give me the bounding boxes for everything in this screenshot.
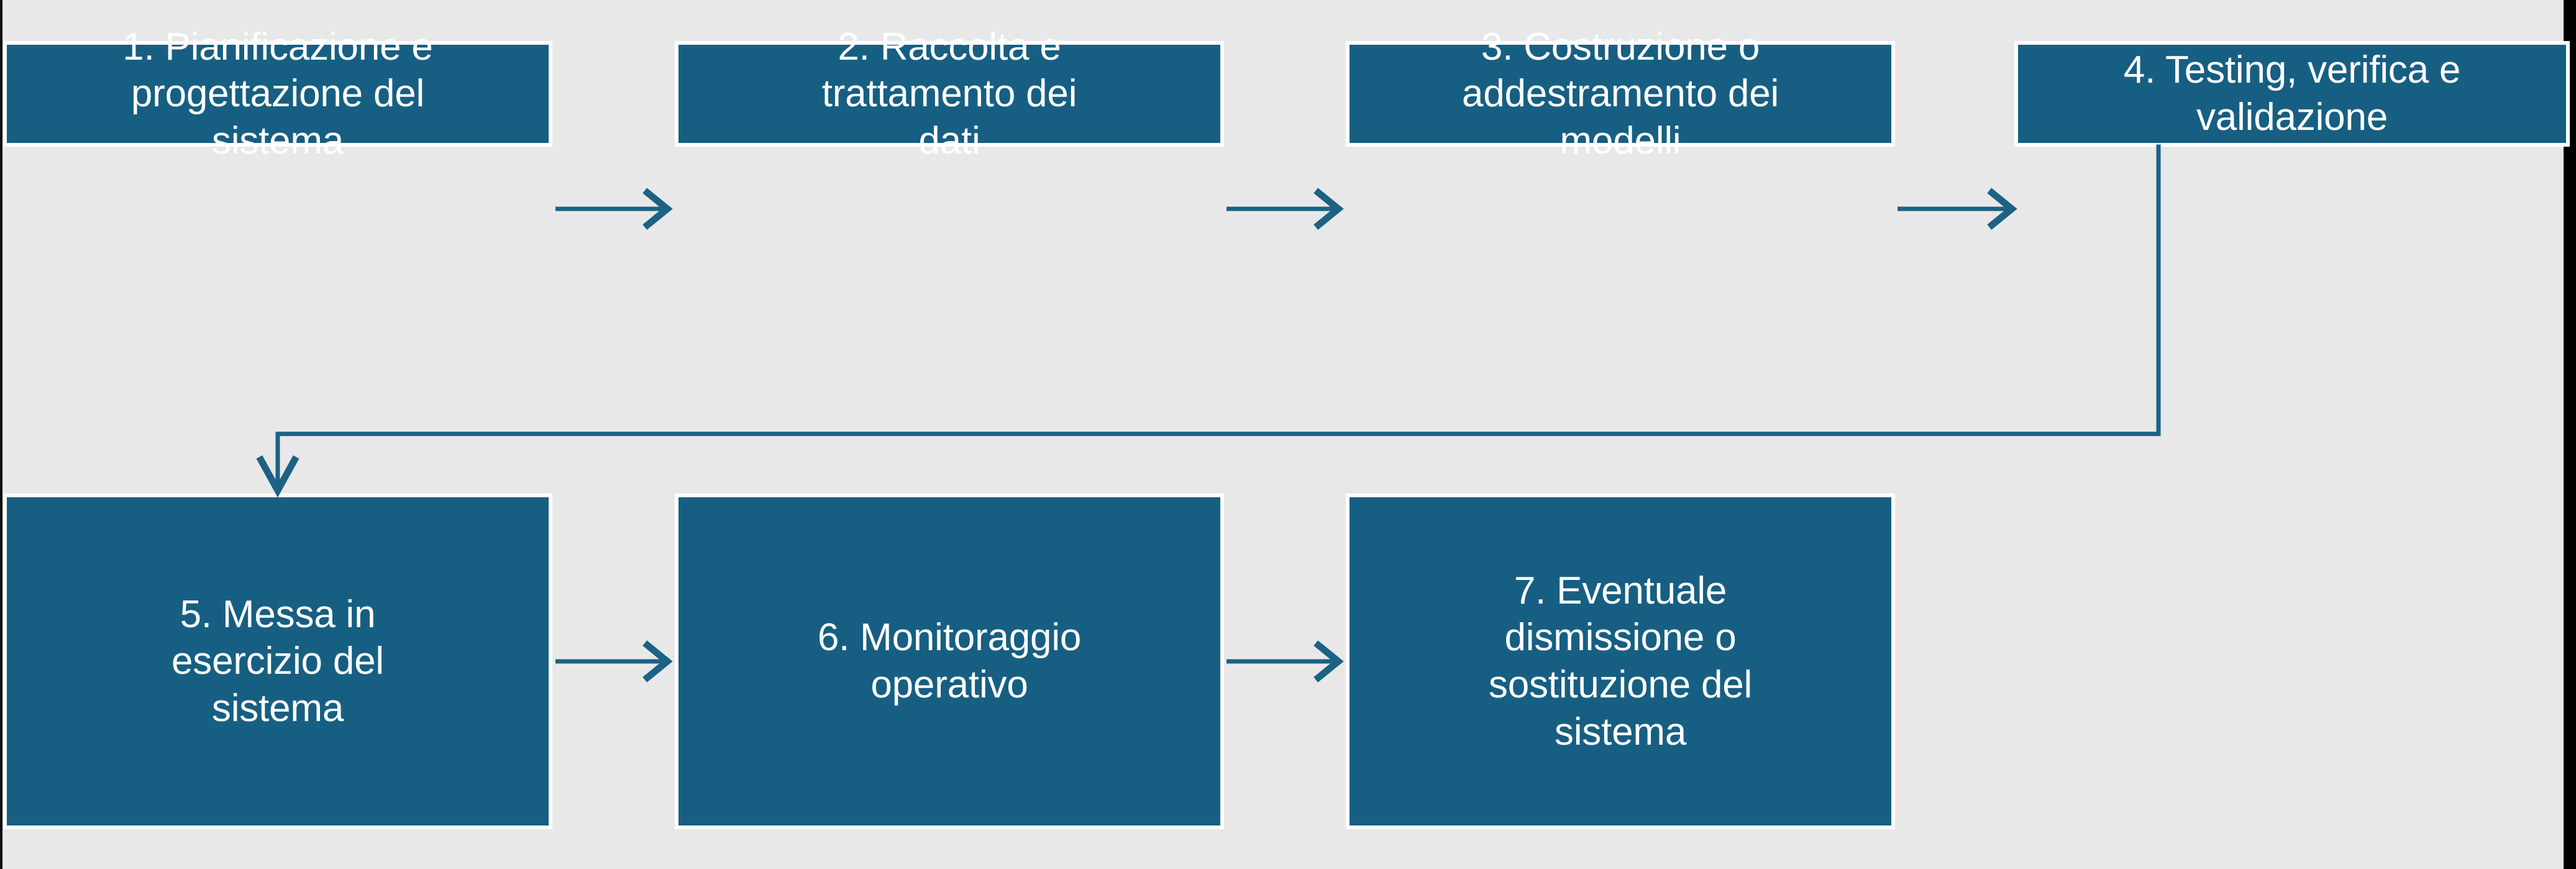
process-step-3-label: 3. Costruzione o addestramento dei model… [1461, 25, 1779, 162]
process-step-7-dismissione[interactable]: 7. Eventuale dismissione o sostituzione … [1346, 494, 1895, 829]
process-step-5-messa-in-esercizio[interactable]: 5. Messa in esercizio del sistema [3, 494, 552, 829]
process-step-2-raccolta-dati[interactable]: 2. Raccolta e trattamento dei dati [675, 25, 1224, 162]
process-step-3-costruzione-modelli[interactable]: 3. Costruzione o addestramento dei model… [1346, 25, 1895, 162]
process-step-1-pianificazione[interactable]: 1. Pianificazione e progettazione del si… [3, 25, 552, 162]
process-step-6-label: 6. Monitoraggio operativo [817, 616, 1082, 706]
arrow-step-5-to-step-6 [555, 639, 673, 684]
arrow-step-4-to-step-5 [256, 144, 2165, 498]
process-step-4-testing-validazione[interactable]: 4. Testing, verifica e validazione [2014, 41, 2570, 147]
arrow-step-2-to-step-3 [1226, 186, 1344, 231]
process-step-4-label: 4. Testing, verifica e validazione [2123, 48, 2461, 139]
arrow-step-3-to-step-4 [1898, 186, 2017, 231]
process-step-7-label: 7. Eventuale dismissione o sostituzione … [1488, 569, 1753, 753]
slide-left-border [0, 0, 2, 869]
process-step-6-monitoraggio[interactable]: 6. Monitoraggio operativo [675, 494, 1224, 829]
process-step-5-label: 5. Messa in esercizio del sistema [171, 592, 384, 730]
process-step-2-label: 2. Raccolta e trattamento dei dati [821, 25, 1077, 162]
arrow-step-6-to-step-7 [1226, 639, 1344, 684]
arrow-step-1-to-step-2 [555, 186, 673, 231]
process-step-1-label: 1. Pianificazione e progettazione del si… [122, 25, 433, 162]
